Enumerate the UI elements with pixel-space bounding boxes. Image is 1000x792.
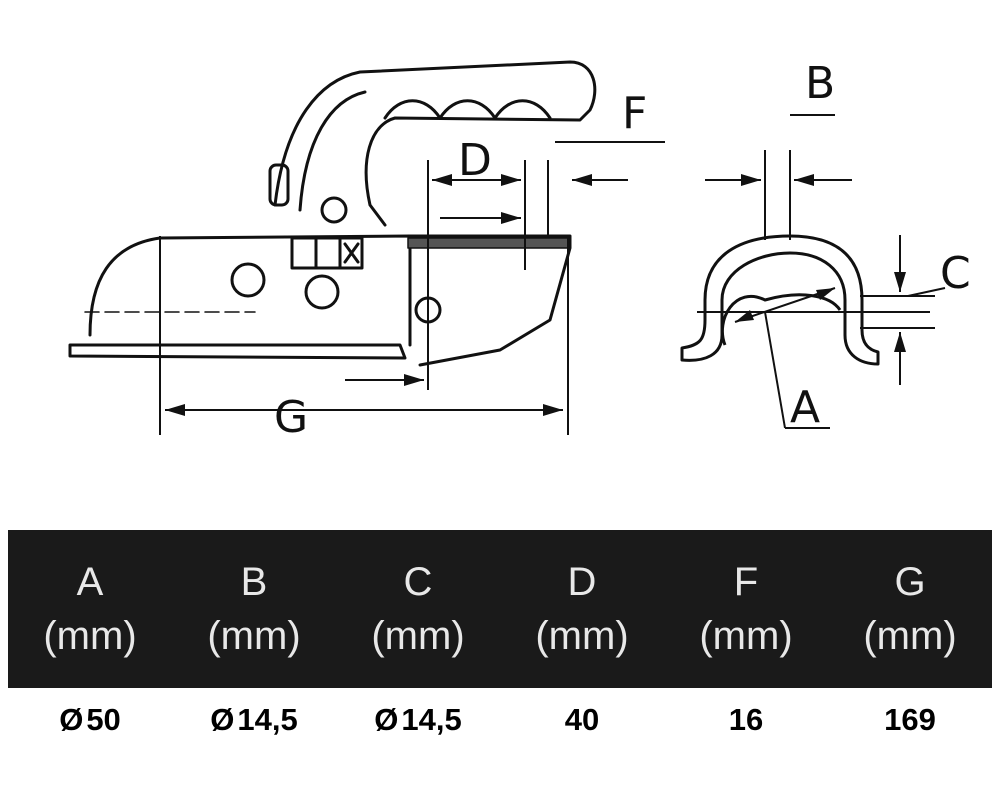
- value-cell-g: 169: [828, 690, 992, 750]
- value-cell-b: Ø 14,5: [172, 690, 336, 750]
- value-text: 40: [564, 702, 600, 737]
- diameter-symbol: Ø: [210, 702, 235, 737]
- header-cell-d: D (mm): [500, 530, 664, 688]
- label-d: D: [458, 135, 492, 186]
- label-g: G: [274, 392, 308, 443]
- header-letter: A: [76, 560, 104, 604]
- header-unit: (mm): [863, 614, 957, 658]
- socket-section: [407, 237, 569, 249]
- top-bolt: [320, 196, 348, 224]
- spec-table-header: A (mm) B (mm) C (mm) D (mm) F (mm) G (mm…: [8, 530, 992, 688]
- value-text: 169: [884, 702, 936, 737]
- header-unit: (mm): [43, 614, 137, 658]
- value-text: 16: [728, 702, 764, 737]
- coupling-base-plate: [68, 343, 407, 360]
- value-text: 14,5: [237, 702, 298, 737]
- spec-table-values: Ø 50 Ø 14,5 Ø 14,5 40 16 169: [8, 690, 992, 750]
- value-cell-d: 40: [500, 690, 664, 750]
- value-text: 14,5: [401, 702, 462, 737]
- section-inner: [720, 293, 842, 346]
- value-cell-c: Ø 14,5: [336, 690, 500, 750]
- technical-drawing: D F G B C A: [68, 58, 971, 443]
- header-unit: (mm): [207, 614, 301, 658]
- value-cell-a: Ø 50: [8, 690, 172, 750]
- value-text: 50: [86, 702, 121, 737]
- label-b: B: [805, 58, 835, 109]
- section-outer: [680, 234, 880, 366]
- header-cell-c: C (mm): [336, 530, 500, 688]
- diameter-symbol: Ø: [59, 702, 84, 737]
- header-unit: (mm): [535, 614, 629, 658]
- handle-lock: [268, 163, 290, 207]
- label-f: F: [622, 88, 647, 139]
- header-letter: F: [733, 560, 759, 604]
- label-a: A: [790, 382, 820, 433]
- header-cell-a: A (mm): [8, 530, 172, 688]
- header-unit: (mm): [371, 614, 465, 658]
- header-letter: D: [567, 560, 597, 604]
- header-cell-g: G (mm): [828, 530, 992, 688]
- indicator-knob: [304, 274, 340, 310]
- value-cell-f: 16: [664, 690, 828, 750]
- header-cell-f: F (mm): [664, 530, 828, 688]
- header-unit: (mm): [699, 614, 793, 658]
- label-c: C: [940, 248, 971, 299]
- handle-inner: [298, 90, 367, 212]
- coupling-handle: [273, 60, 597, 227]
- handle-grip: [383, 99, 552, 120]
- coupling-lower-jaw: [408, 234, 572, 367]
- header-letter: C: [403, 560, 433, 604]
- header-letter: G: [894, 560, 926, 604]
- header-cell-b: B (mm): [172, 530, 336, 688]
- diameter-symbol: Ø: [374, 702, 399, 737]
- side-bolt: [230, 262, 266, 298]
- indicator-panel: [290, 236, 364, 270]
- header-letter: B: [240, 560, 268, 604]
